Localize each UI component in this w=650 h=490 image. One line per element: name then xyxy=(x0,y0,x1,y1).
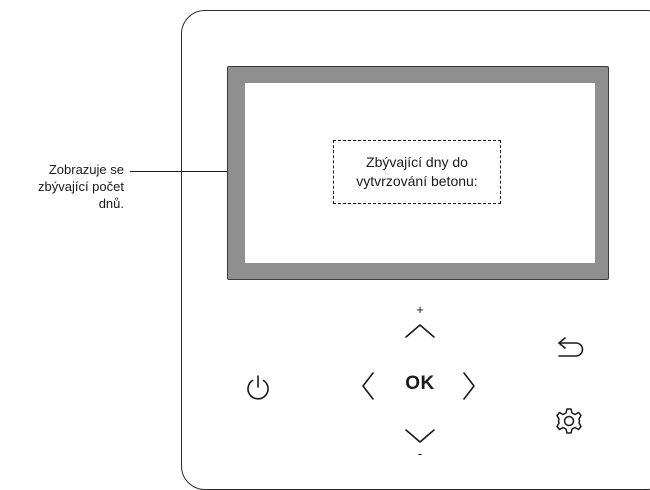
chevron-left-icon xyxy=(362,372,374,400)
message-line-2: vytvrzování betonu: xyxy=(356,173,478,189)
callout-line-2: zbývající počet xyxy=(38,179,124,194)
plus-sign: + xyxy=(416,302,424,317)
power-button[interactable] xyxy=(244,373,272,403)
chevron-up-icon xyxy=(405,324,435,338)
display-screen xyxy=(245,83,595,263)
chevron-right-icon xyxy=(463,372,475,400)
up-button[interactable] xyxy=(404,322,436,340)
message-line-1: Zbývající dny do xyxy=(366,154,468,170)
gear-icon xyxy=(556,408,582,434)
left-button[interactable] xyxy=(360,371,376,401)
chevron-down-icon xyxy=(405,429,435,443)
callout-text: Zobrazuje se zbývající počet dnů. xyxy=(4,161,124,212)
callout-line-3: dnů. xyxy=(98,196,124,211)
minus-sign: - xyxy=(417,446,423,461)
back-arrow-icon xyxy=(558,337,584,357)
remaining-days-message: Zbývající dny do vytvrzování betonu: xyxy=(333,140,501,204)
ok-button[interactable]: OK xyxy=(405,373,435,394)
callout-line-1: Zobrazuje se xyxy=(48,162,124,177)
power-icon xyxy=(247,375,269,400)
settings-button[interactable] xyxy=(554,406,584,436)
right-button[interactable] xyxy=(461,371,477,401)
down-button[interactable] xyxy=(404,427,436,445)
back-button[interactable] xyxy=(556,336,586,360)
